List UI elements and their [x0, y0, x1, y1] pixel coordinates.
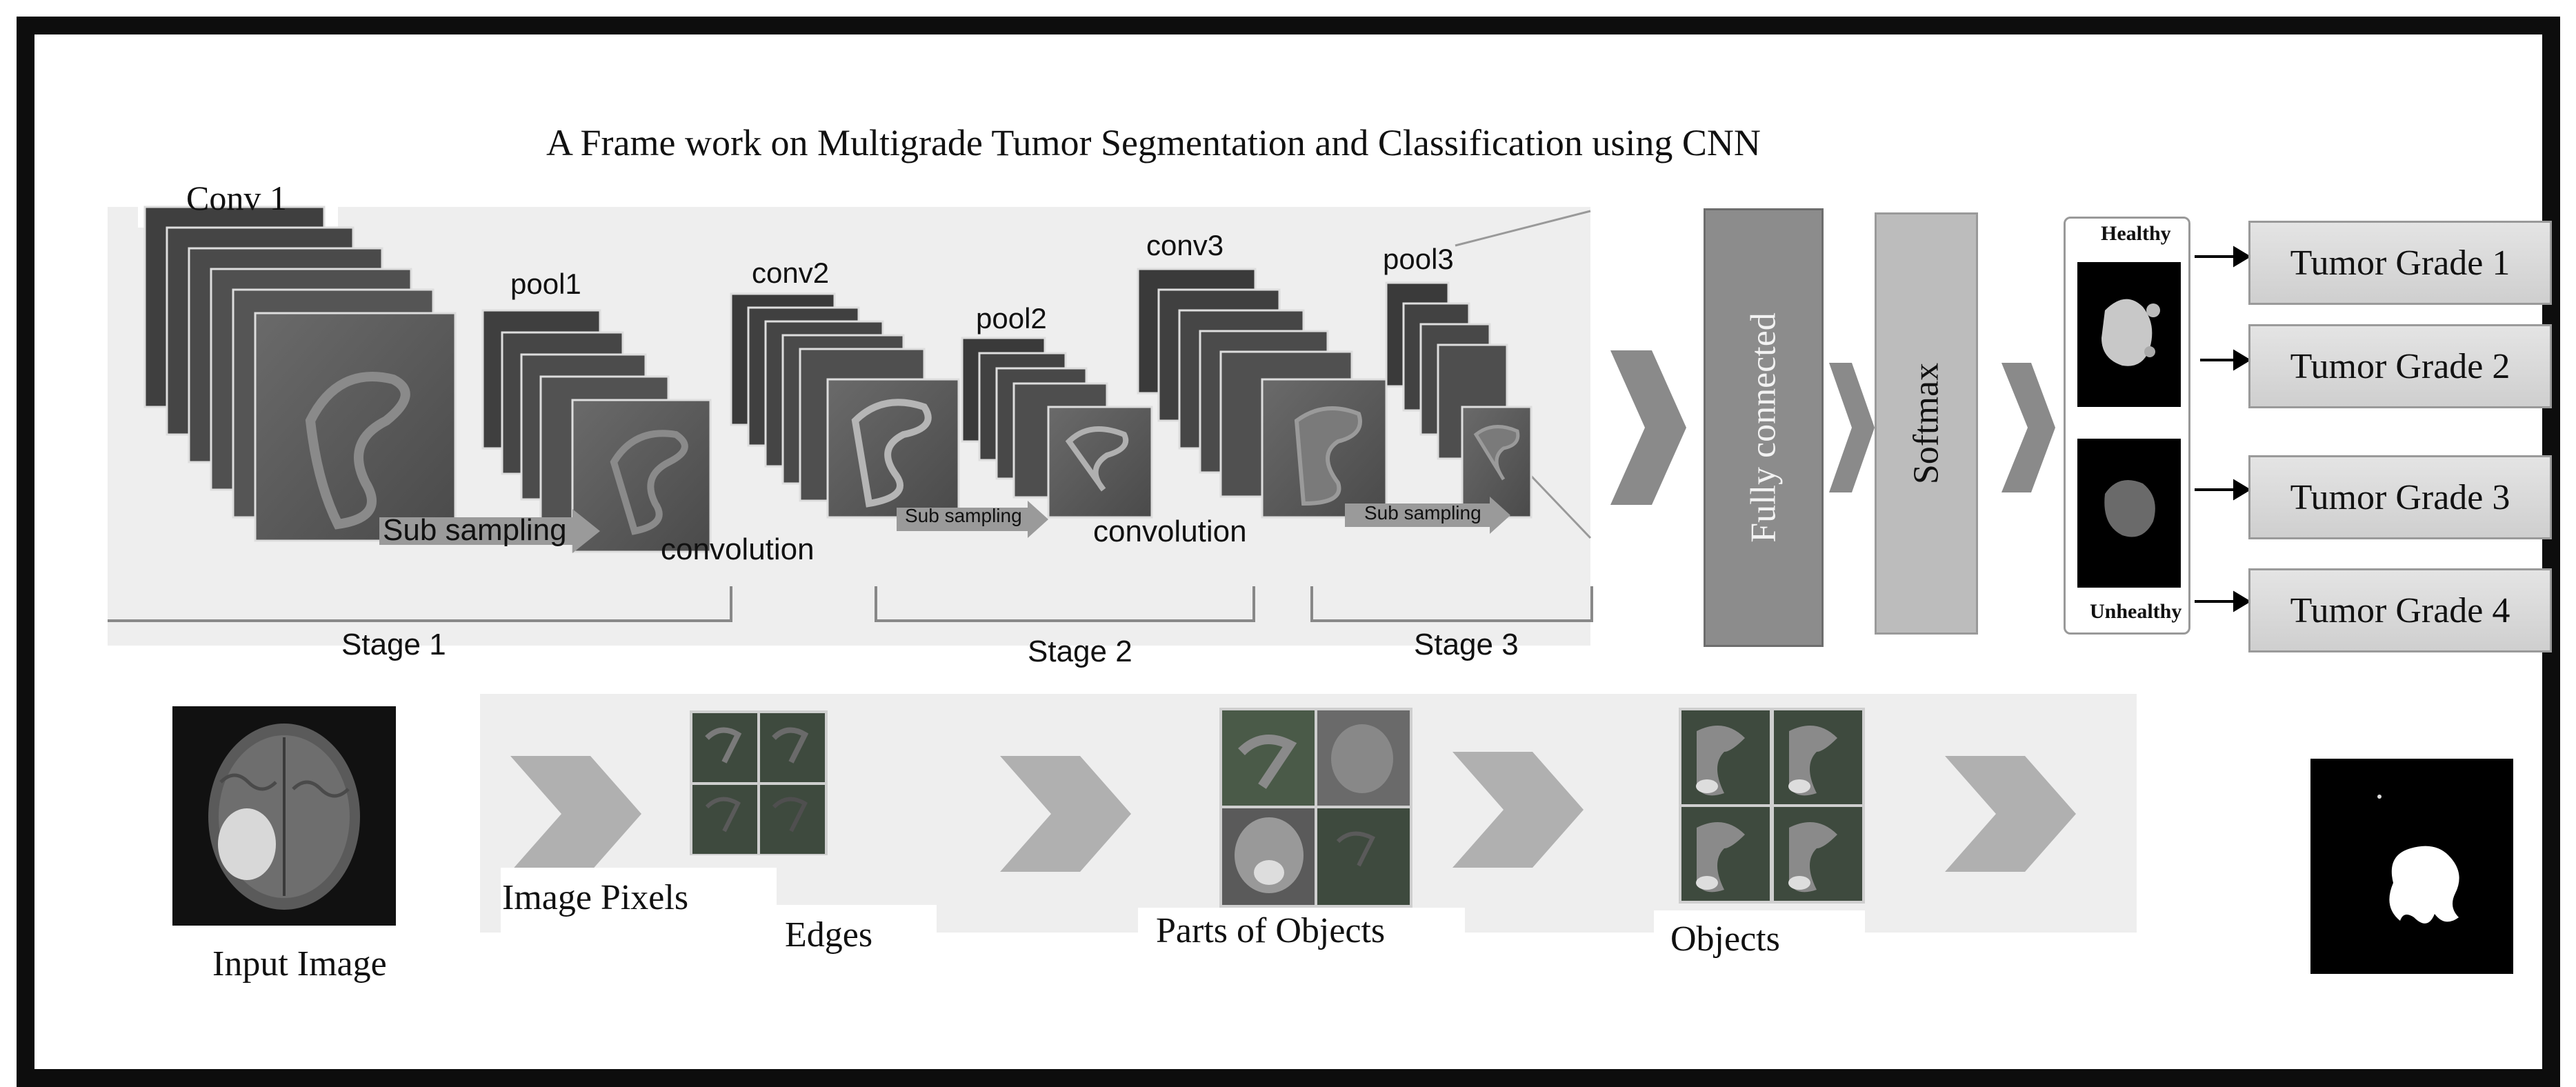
sub-sampling-label-3: Sub sampling [1364, 502, 1481, 523]
edges-grid [690, 710, 828, 855]
tumor-grade-3: Tumor Grade 3 [2248, 455, 2552, 539]
cnn-layers [108, 206, 1593, 622]
softmax-box: Softmax [1875, 212, 1978, 635]
healthy-label: Healthy [2101, 222, 2171, 245]
edges-tab [777, 905, 937, 971]
tumor-grade-4: Tumor Grade 4 [2248, 568, 2552, 652]
objects-grid [1679, 708, 1865, 904]
conv2-label: conv2 [752, 257, 830, 289]
conv2-stack [730, 292, 960, 519]
pool1-label: pool1 [510, 268, 581, 300]
chevron-to-output [2001, 363, 2055, 492]
objects-label: Objects [1670, 919, 1780, 959]
pool2-stack [961, 337, 1153, 519]
conv1-stack [143, 206, 457, 542]
tumor-grade-2: Tumor Grade 2 [2248, 324, 2552, 408]
unhealthy-label: Unhealthy [2090, 600, 2182, 623]
connector-lines [1455, 210, 1592, 539]
chevron-to-softmax [1829, 363, 1875, 492]
feature-hierarchy [510, 708, 2076, 908]
chevron-2 [1000, 756, 1131, 872]
chevron-to-fc [1610, 350, 1686, 505]
segmentation-output [2310, 759, 2513, 974]
stage-brackets [108, 586, 1593, 622]
conv3-label: conv3 [1146, 229, 1224, 261]
input-image-label: Input Image [212, 944, 387, 984]
chevron-1 [510, 756, 641, 872]
chevron-3 [1452, 752, 1584, 868]
chevron-4 [1945, 756, 2076, 872]
parts-of-objects-label: Parts of Objects [1156, 911, 1386, 950]
objects-tab [1654, 910, 1865, 973]
pool2-label: pool2 [976, 302, 1047, 335]
sub-sampling-arrows [379, 497, 1510, 553]
stage1-label: Stage 1 [341, 628, 446, 661]
sub-sampling-label-2: Sub sampling [905, 505, 1022, 526]
stage3-label: Stage 3 [1414, 628, 1519, 661]
convolution-label-1: convolution [661, 532, 815, 566]
input-image [172, 706, 396, 926]
edges-label: Edges [785, 915, 873, 955]
image-pixels-label: Image Pixels [502, 878, 689, 917]
diagram-title: A Frame work on Multigrade Tumor Segment… [546, 122, 1761, 163]
pool3-label: pool3 [1383, 243, 1454, 275]
conv1-label: Conv 1 [186, 179, 287, 217]
pool3-stack [1385, 281, 1532, 519]
sub-sampling-label-1: Sub sampling [383, 513, 567, 547]
fully-connected-box: Fully connected [1704, 208, 1824, 647]
pool1-stack [481, 309, 712, 553]
classifier-chevrons [1610, 246, 2251, 612]
stage2-label: Stage 2 [1028, 635, 1132, 668]
conv3-stack [1137, 268, 1388, 519]
tumor-grade-1: Tumor Grade 1 [2248, 221, 2552, 305]
unhealthy-image [2077, 439, 2181, 588]
parts-grid [1219, 708, 1412, 908]
diagram-canvas: A Frame work on Multigrade Tumor Segment… [34, 34, 2552, 1069]
parts-tab [1138, 908, 1465, 963]
healthy-image [2077, 262, 2181, 407]
convolution-label-2: convolution [1093, 515, 1247, 548]
figure-frame: A Frame work on Multigrade Tumor Segment… [17, 17, 2560, 1087]
image-pixels-tab [501, 868, 777, 944]
